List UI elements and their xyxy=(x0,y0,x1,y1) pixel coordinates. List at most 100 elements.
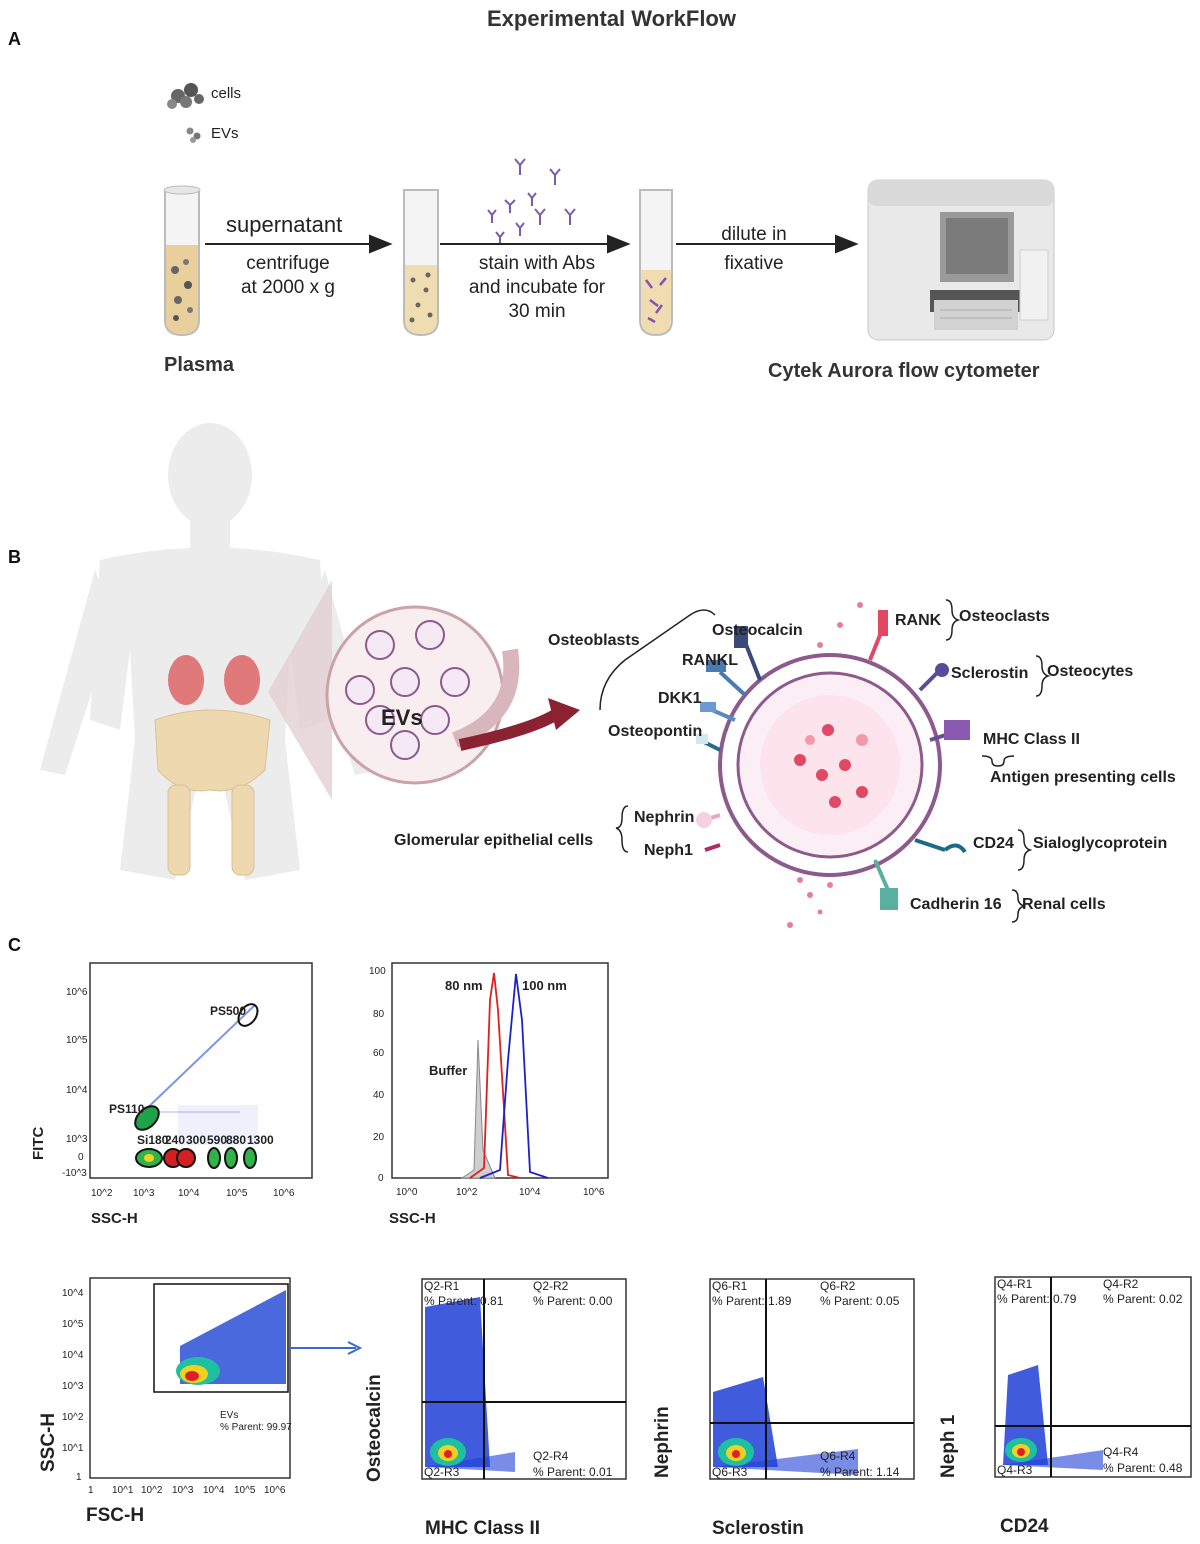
bead-ytick-2: 10^5 xyxy=(66,1035,88,1046)
hist-xlabel: SSC-H xyxy=(389,1210,436,1227)
nephrin-label: Nephrin xyxy=(634,809,695,826)
q1-r4-name: Q2-R4 xyxy=(533,1449,569,1463)
evgate-ytick-1: 10^4 xyxy=(62,1288,84,1299)
q1-ylabel: Osteocalcin xyxy=(364,1374,385,1482)
hist-ytick-1: 100 xyxy=(369,966,386,977)
figure-title: Experimental WorkFlow xyxy=(487,6,736,31)
osteopontin-label: Osteopontin xyxy=(608,723,703,740)
cd24-label: CD24 xyxy=(973,835,1014,852)
hist-ytick-2: 80 xyxy=(373,1009,385,1020)
step3-line-2: fixative xyxy=(724,253,784,274)
osteoblasts-label: Osteoblasts xyxy=(548,632,640,649)
evgate-xtick-2: 10^1 xyxy=(112,1485,134,1496)
gate-880: 880 xyxy=(226,1133,247,1147)
neph1-label: Neph1 xyxy=(644,842,693,859)
plasma-label: Plasma xyxy=(164,354,235,376)
legend-cells-label: cells xyxy=(211,85,242,102)
plasma-tube xyxy=(163,185,201,337)
hist-xtick-2: 10^2 xyxy=(456,1187,478,1198)
step3-line-1: dilute in xyxy=(721,224,787,245)
evgate-xlabel: FSC-H xyxy=(86,1505,145,1526)
osteoclasts-label: Osteoclasts xyxy=(959,608,1050,625)
q3-ylabel: Neph 1 xyxy=(938,1414,959,1478)
gate-to-quadrant-arrow xyxy=(290,1341,363,1355)
q1-r1-name: Q2-R1 xyxy=(424,1279,460,1293)
bead-xtick-1: 10^2 xyxy=(91,1188,113,1199)
sclerostin-label: Sclerostin xyxy=(951,665,1029,682)
hist-label-buffer: Buffer xyxy=(429,1063,468,1078)
bead-gates xyxy=(134,1003,259,1169)
hist-label-100nm: 100 nm xyxy=(522,978,567,993)
osteocalcin-label: Osteocalcin xyxy=(712,622,803,639)
osteocytes-label: Osteocytes xyxy=(1047,663,1134,680)
gate-240: 240 xyxy=(165,1133,186,1147)
hist-ytick-6: 0 xyxy=(378,1173,384,1184)
hist-xtick-3: 10^4 xyxy=(519,1187,541,1198)
bead-ytick-1: 10^6 xyxy=(66,987,88,998)
evgate-ytick-6: 10^1 xyxy=(62,1443,84,1454)
80nm-histogram xyxy=(469,972,521,1179)
gate-300: 300 xyxy=(186,1133,207,1147)
hist-ytick-5: 20 xyxy=(373,1132,385,1143)
evgate-xtick-6: 10^5 xyxy=(234,1485,256,1496)
evgate-ytick-3: 10^4 xyxy=(62,1350,84,1361)
evgate-ytick-7: 1 xyxy=(76,1472,82,1483)
q3-r4-name: Q4-R4 xyxy=(1103,1445,1139,1459)
evs-icon xyxy=(186,127,201,143)
workflow-arrows xyxy=(205,234,859,254)
q3-r2-name: Q4-R2 xyxy=(1103,1277,1139,1291)
pelvis-icon xyxy=(154,709,271,876)
ev-diagram-graphic xyxy=(40,423,1051,928)
panel-label-a: A xyxy=(8,29,21,49)
hist-ytick-4: 40 xyxy=(373,1090,385,1101)
step1-line-2: at 2000 x g xyxy=(240,277,336,298)
q3-r1-name: Q4-R1 xyxy=(997,1277,1033,1291)
ev-gate-plot xyxy=(89,1277,291,1479)
renal-cells-label: Renal cells xyxy=(1022,896,1106,913)
q2-r4-name: Q6-R4 xyxy=(820,1449,856,1463)
bead-xtick-2: 10^3 xyxy=(133,1188,155,1199)
supernatant-tube xyxy=(403,189,439,337)
q1-r2-name: Q2-R2 xyxy=(533,1279,569,1293)
bead-ytick-4: 10^3 xyxy=(66,1134,88,1145)
histogram-frame xyxy=(391,962,609,1179)
ev-arrow-tail xyxy=(451,648,520,748)
rankl-label: RANKL xyxy=(682,652,738,669)
panel-label-c: C xyxy=(8,935,21,955)
bead-xlabel: SSC-H xyxy=(91,1210,138,1227)
q2-r2-value: % Parent: 0.05 xyxy=(820,1294,900,1308)
ev-zoom-circle xyxy=(325,605,505,785)
ev-arrow-head xyxy=(548,698,580,730)
cytometer-icon xyxy=(867,179,1055,341)
q1-r1-value: % Parent: 0.81 xyxy=(424,1294,504,1308)
q1-xlabel: MHC Class II xyxy=(425,1518,541,1539)
antibodies-icon xyxy=(487,158,576,245)
released-particles xyxy=(787,602,863,928)
q2-r2-name: Q6-R2 xyxy=(820,1279,856,1293)
evgate-xtick-7: 10^6 xyxy=(264,1485,286,1496)
evgate-xtick-1: 1 xyxy=(88,1485,94,1496)
gate-1300: 1300 xyxy=(247,1133,274,1147)
evgate-ytick-5: 10^2 xyxy=(62,1412,84,1423)
hist-label-80nm: 80 nm xyxy=(445,978,483,993)
evgate-ytick-2: 10^5 xyxy=(62,1319,84,1330)
glomerular-label: Glomerular epithelial cells xyxy=(394,832,594,849)
ev-arrow xyxy=(458,709,559,751)
workflow-graphic xyxy=(163,83,1055,341)
q3-xlabel: CD24 xyxy=(1000,1516,1049,1537)
q3-r1-value: % Parent: 0.79 xyxy=(997,1292,1077,1306)
evgate-xtick-3: 10^2 xyxy=(141,1485,163,1496)
instrument-label: Cytek Aurora flow cytometer xyxy=(768,360,1040,382)
q2-r1-value: % Parent: 1.89 xyxy=(712,1294,792,1308)
panel-label-b: B xyxy=(8,547,21,567)
zoom-wedge xyxy=(268,580,332,800)
evs-circle-label: EVs xyxy=(381,705,423,730)
dkk1-label: DKK1 xyxy=(658,690,702,707)
bead-xtick-4: 10^5 xyxy=(226,1188,248,1199)
bead-xtick-3: 10^4 xyxy=(178,1188,200,1199)
step1-top-label: supernatant xyxy=(226,212,343,237)
q2-r4-value: % Parent: 1.14 xyxy=(820,1465,900,1479)
evgate-xtick-5: 10^4 xyxy=(203,1485,225,1496)
bead-ytick-6: -10^3 xyxy=(62,1168,87,1179)
